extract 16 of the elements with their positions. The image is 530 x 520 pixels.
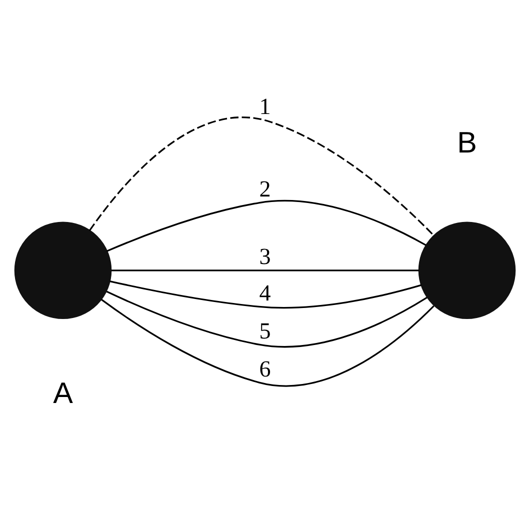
connector (101, 298, 434, 386)
node-circle (418, 221, 516, 319)
connector (110, 280, 422, 308)
connector (106, 200, 426, 252)
node-label: B (457, 126, 477, 159)
edge-label: 5 (259, 316, 271, 343)
node-label: A (53, 376, 73, 410)
connector (106, 290, 428, 348)
edge-label: 3 (259, 242, 271, 269)
edge-label: 1 (259, 92, 271, 119)
connector (111, 269, 419, 271)
edge-label: 2 (259, 175, 271, 202)
edge-label: 6 (259, 354, 271, 381)
connector (89, 116, 434, 236)
edge-label: 4 (259, 278, 271, 305)
node-circle (14, 221, 112, 319)
